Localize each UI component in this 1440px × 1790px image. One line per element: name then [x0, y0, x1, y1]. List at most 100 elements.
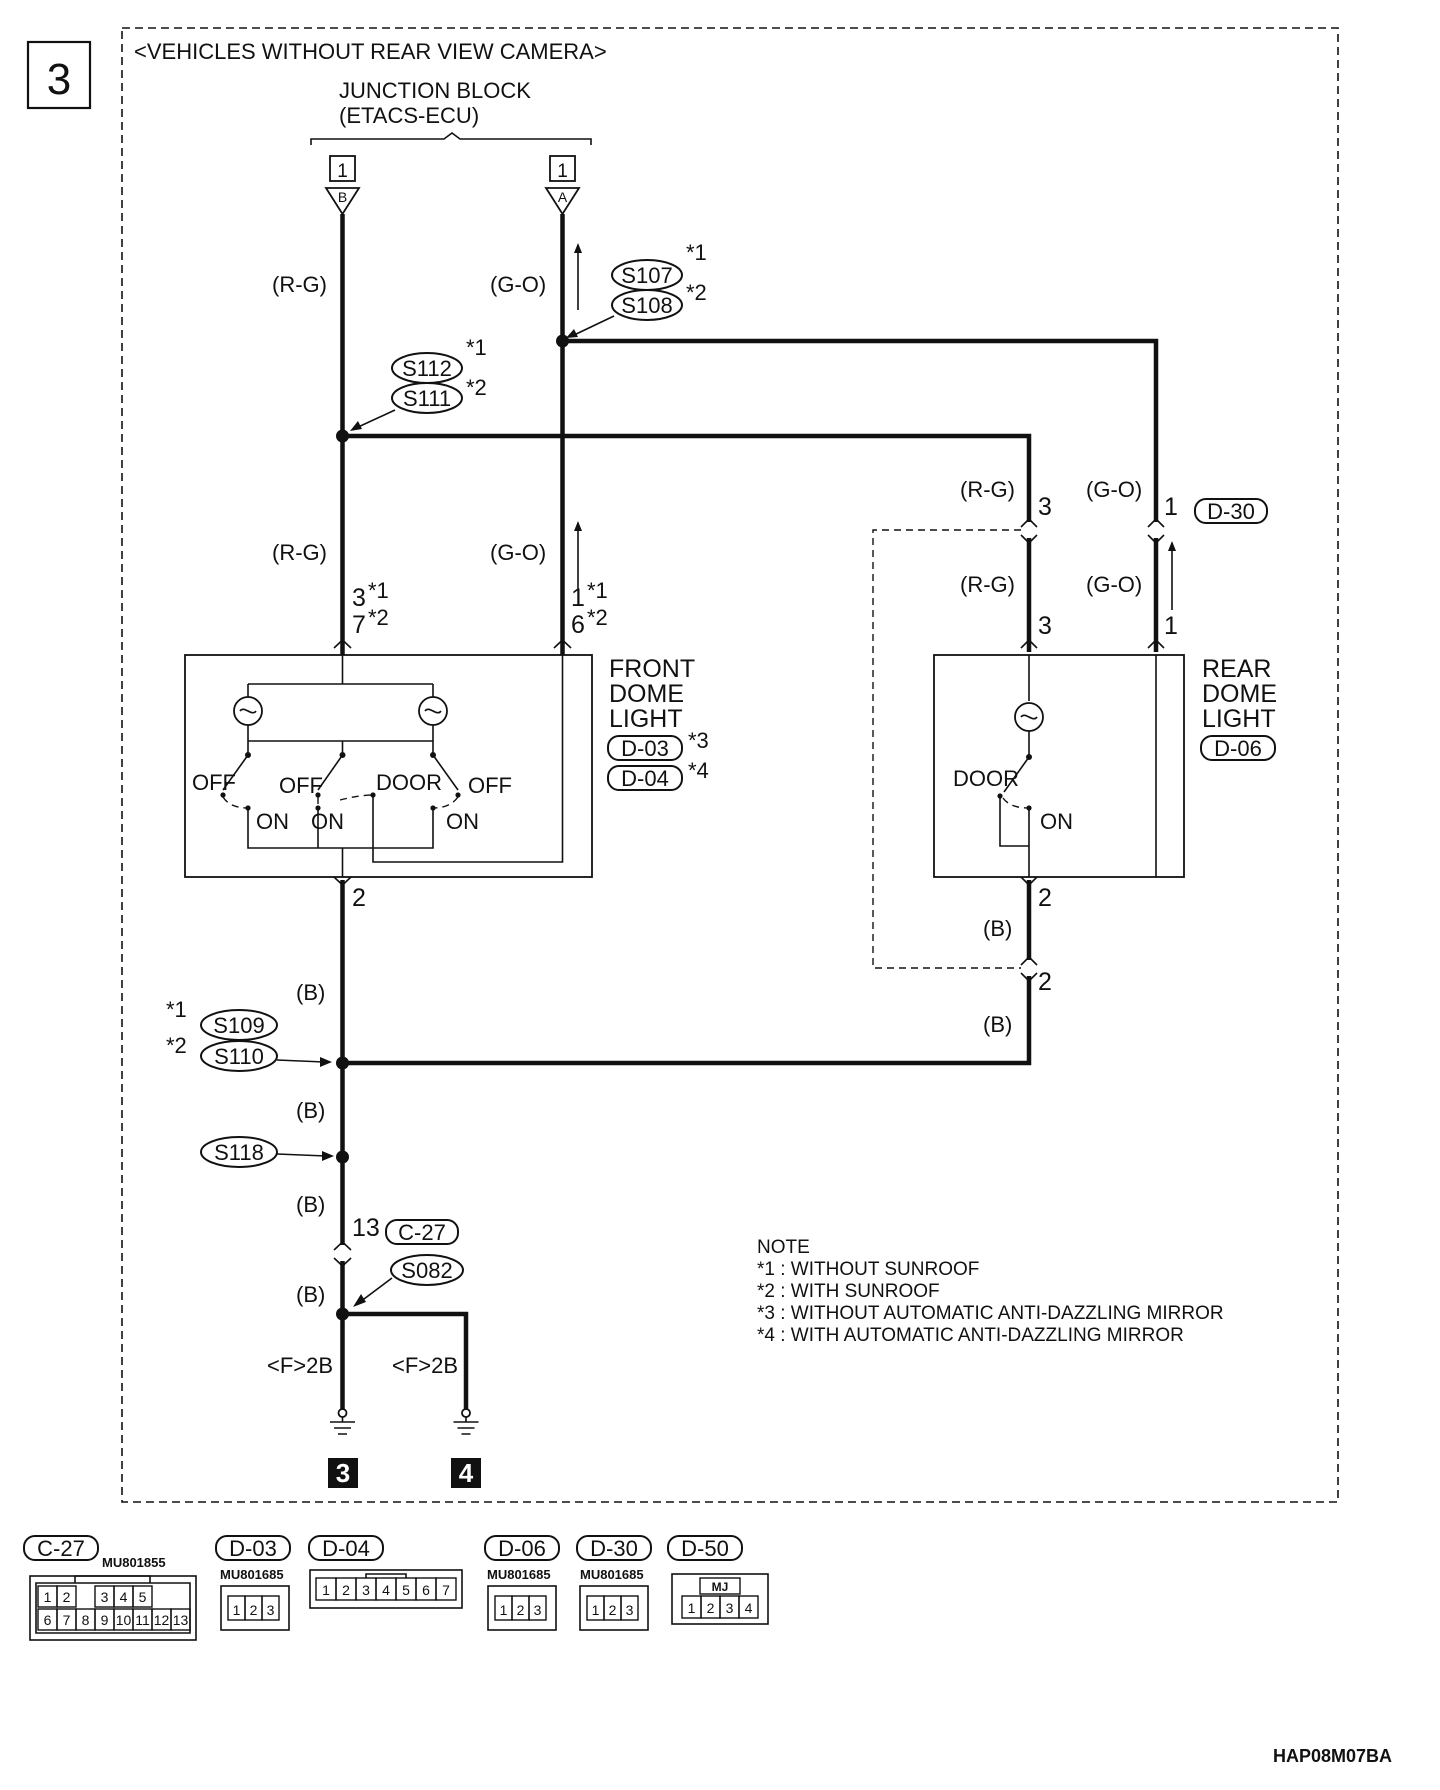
pin-rear-go-top: 1: [1164, 493, 1178, 521]
d04-pin-5-label: 5: [402, 1582, 410, 1598]
pin-c27: 13: [352, 1214, 380, 1242]
connector-tag-d30-label: D-30: [1207, 499, 1255, 524]
rear-sw-on: ON: [1040, 809, 1073, 834]
c27-pin-7-label: 7: [63, 1612, 71, 1628]
d06-pin-3-label: 3: [534, 1602, 542, 1618]
asterisk-s112: *1: [466, 335, 487, 360]
connector-tag-d06: D-06: [1200, 735, 1276, 761]
front-sw-on-3: ON: [446, 809, 479, 834]
d04-pin-1-label: 1: [322, 1582, 330, 1598]
d50-pin-1-label: 1: [688, 1600, 696, 1616]
c27-pin-10-label: 10: [116, 1612, 132, 1628]
c27-pin-3: 3: [94, 1585, 115, 1608]
c27-pin-6-label: 6: [44, 1612, 52, 1628]
terminal-b-letter: B: [338, 189, 347, 205]
flow-arrows: [574, 243, 1176, 610]
wire-label-b-1: (B): [296, 980, 325, 1005]
d04-pin-6: 6: [415, 1577, 437, 1601]
pin-front-rg-2-ast: *2: [368, 605, 389, 630]
legend-c27-part: MU801855: [102, 1555, 166, 1570]
connector-tag-d30: D-30: [1194, 498, 1268, 524]
c27-pin-3-label: 3: [101, 1589, 109, 1605]
note-line-3: *3 : WITHOUT AUTOMATIC ANTI-DAZZLING MIR…: [757, 1303, 1224, 1324]
d03-pin-1: 1: [227, 1595, 246, 1621]
s082-leader: [359, 1277, 393, 1303]
splice-s110: S110 *2: [166, 1033, 278, 1072]
rear-sw-door: DOOR: [953, 766, 1019, 791]
note-line-1: *1 : WITHOUT SUNROOF: [757, 1259, 979, 1280]
c27-pin-6: 6: [37, 1608, 58, 1631]
front-lamp-right: [418, 696, 448, 726]
splice-s112: S112 *1: [391, 335, 487, 384]
d30-pin-1-label: 1: [592, 1602, 600, 1618]
note-line-4: *4 : WITH AUTOMATIC ANTI-DAZZLING MIRROR: [757, 1325, 1184, 1346]
splice-s109: S109 *1: [166, 997, 278, 1041]
wire-labels: (R-G) (G-O) (R-G) (G-O) (R-G) (G-O) (R-G…: [272, 272, 1142, 1307]
front-sw-off-2: OFF: [279, 773, 323, 798]
asterisk-s111: *2: [466, 375, 487, 400]
legend-d06-part: MU801685: [487, 1567, 551, 1582]
asterisk-s110: *2: [166, 1033, 187, 1058]
s108-leader: [571, 315, 615, 337]
connector-tag-d03-label: D-03: [621, 736, 669, 761]
d50-pin-4: 4: [738, 1595, 759, 1619]
d50-pin-2: 2: [700, 1595, 721, 1619]
pin-front-go-1-ast: *1: [587, 578, 608, 603]
note-line-2: *2 : WITH SUNROOF: [757, 1281, 940, 1302]
splice-s111-label: S111: [403, 386, 451, 411]
figure-code: HAP08M07BA: [1273, 1746, 1392, 1766]
ground-4: <F>2B 4: [392, 1353, 481, 1488]
d04-pin-2-label: 2: [342, 1582, 350, 1598]
rear-dome-title-1: REAR: [1202, 655, 1271, 683]
diagram-number: 3: [47, 55, 71, 104]
c27-pin-12-label: 12: [154, 1612, 170, 1628]
wire-label-go-2: (G-O): [490, 540, 546, 565]
front-dome-title-1: FRONT: [609, 655, 695, 683]
pin-front-go-2: 6: [571, 611, 585, 639]
c27-pin-2-label: 2: [63, 1589, 71, 1605]
c27-pin-11: 11: [132, 1608, 153, 1631]
legend-d03-name: D-03: [229, 1536, 277, 1561]
c27-pin-5-label: 5: [139, 1589, 147, 1605]
s110-leader-head: [320, 1057, 332, 1067]
wire-label-b-3: (B): [296, 1192, 325, 1217]
d04-pin-4-label: 4: [382, 1582, 390, 1598]
junction-block-subtitle: (ETACS-ECU): [339, 103, 479, 128]
asterisk-s108: *2: [686, 280, 707, 305]
c27-pin-5: 5: [132, 1585, 153, 1608]
pin-front-gnd: 2: [352, 884, 366, 912]
c27-pin-10: 10: [113, 1608, 134, 1631]
d30-pin-2-label: 2: [609, 1602, 617, 1618]
terminal-a-number: 1: [557, 161, 568, 182]
d50-pin-2-label: 2: [707, 1600, 715, 1616]
c27-pin-11-label: 11: [135, 1612, 150, 1628]
splice-s109-label: S109: [213, 1013, 264, 1038]
front-sw-on-2: ON: [311, 809, 344, 834]
splice-s111: S111 *2: [391, 375, 487, 414]
dashed-alt-path: [872, 529, 1021, 969]
wire-label-rg-2: (R-G): [272, 540, 327, 565]
connector-tag-d04: D-04 *4: [607, 758, 709, 791]
c27-pin-13-label: 13: [173, 1612, 189, 1628]
pin-front-rg-1: 3: [352, 584, 366, 612]
legend-c27-name: C-27: [37, 1536, 85, 1561]
terminal-b-number: 1: [337, 161, 348, 182]
d03-pin-2: 2: [244, 1595, 263, 1621]
wire-label-b-5: (B): [983, 916, 1012, 941]
wire-label-rg-1: (R-G): [272, 272, 327, 297]
wire-label-go-4: (G-O): [1086, 572, 1142, 597]
d04-pin-3-label: 3: [362, 1582, 370, 1598]
pin-rear-rg-top: 3: [1038, 493, 1052, 521]
terminal-a: 1 A: [544, 155, 581, 216]
wire-label-b-4: (B): [296, 1282, 325, 1307]
